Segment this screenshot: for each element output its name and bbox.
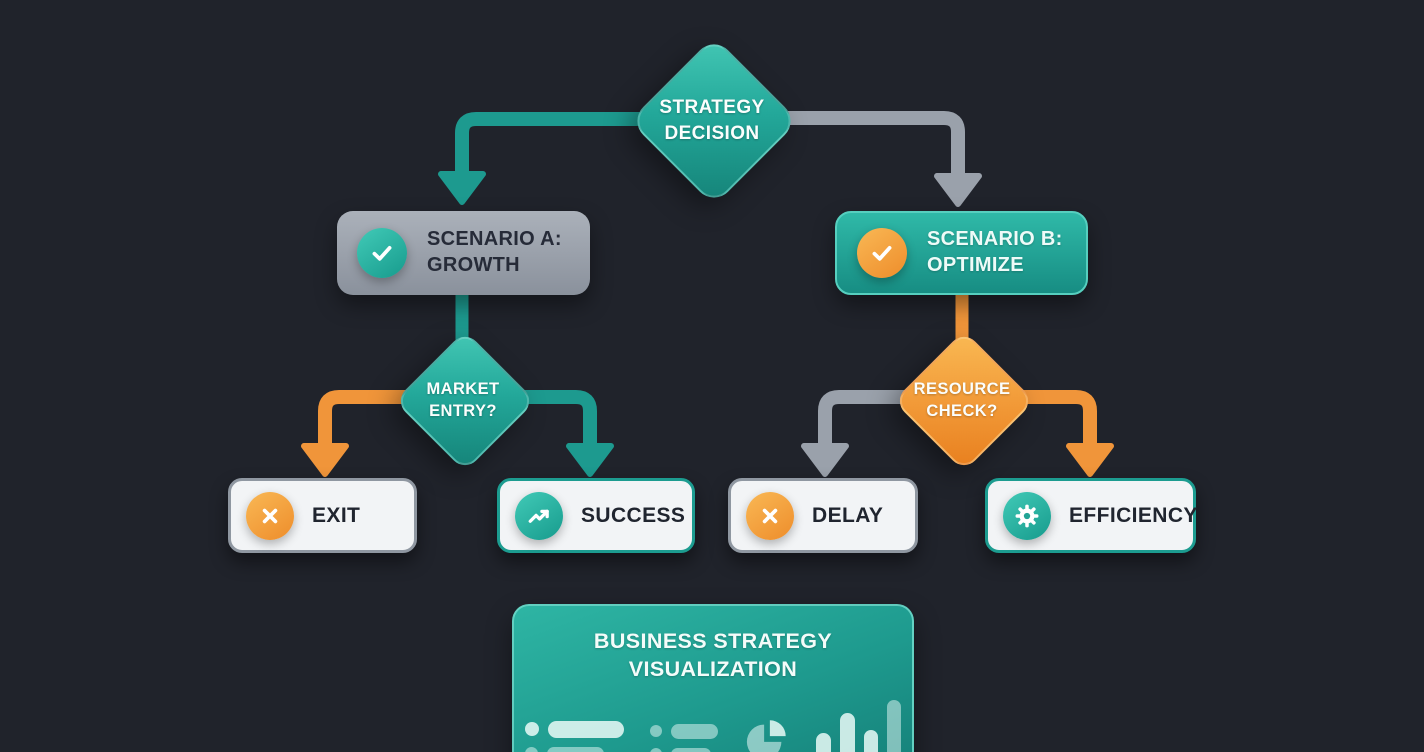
- x-icon: [746, 491, 794, 540]
- delay-label: DELAY: [812, 503, 884, 527]
- market-entry-label: MARKET ENTRY?: [426, 380, 500, 421]
- edge-strategy-to-scenario-b: [764, 111, 965, 174]
- list-icon: [525, 720, 624, 752]
- exit-label: EXIT: [312, 503, 361, 527]
- list-line: [547, 746, 604, 752]
- node-scenario-b: SCENARIO B: OPTIMIZE: [835, 211, 1088, 295]
- check-icon: [857, 228, 907, 278]
- node-efficiency: EFFICIENCY: [985, 478, 1198, 553]
- list-line: [671, 747, 711, 752]
- scenario-a-label: SCENARIO A: GROWTH: [427, 228, 562, 276]
- node-scenario-a: SCENARIO A: GROWTH: [337, 211, 590, 295]
- arrowhead-exit: [301, 443, 349, 477]
- bar-chart-icon: [816, 699, 901, 752]
- gear-icon: [1003, 491, 1051, 540]
- scenario-b-label: SCENARIO B: OPTIMIZE: [927, 228, 1063, 276]
- edge-strategy-to-scenario-a: [455, 112, 660, 172]
- edge-resource-check-to-delay: [818, 390, 932, 444]
- banner-title: BUSINESS STRATEGY VISUALIZATION: [593, 629, 833, 681]
- resource-check-label: RESOURCE CHECK?: [913, 380, 1011, 421]
- node-delay: DELAY: [728, 478, 918, 553]
- list-line: [671, 723, 718, 739]
- efficiency-label: EFFICIENCY: [1069, 503, 1198, 527]
- bar-chart-bar: [840, 712, 855, 752]
- bar-chart-bar: [816, 732, 831, 752]
- banner-icon-row: [514, 697, 912, 752]
- banner-business-strategy: BUSINESS STRATEGY VISUALIZATION: [512, 604, 914, 752]
- edge-market-entry-to-success: [494, 390, 597, 444]
- bar-chart-bar: [864, 729, 878, 752]
- list-bullet: [525, 722, 539, 737]
- check-icon: [357, 228, 407, 278]
- bar-chart-bar: [887, 699, 901, 752]
- trend-up-icon: [515, 491, 563, 540]
- arrowhead-scenario-b: [934, 173, 982, 207]
- edge-resource-check-to-efficiency: [992, 390, 1097, 444]
- success-label: SUCCESS: [581, 503, 686, 527]
- arrowhead-efficiency: [1066, 443, 1114, 477]
- strategy-decision-label: STRATEGY DECISION: [659, 97, 765, 144]
- x-icon: [246, 491, 294, 540]
- list-bullet: [650, 725, 662, 738]
- node-exit: EXIT: [228, 478, 417, 553]
- list-bullet: [525, 747, 538, 752]
- pie-chart-icon: [744, 715, 790, 752]
- arrowhead-success: [566, 443, 614, 477]
- list-icon: [650, 723, 718, 752]
- node-success: SUCCESS: [497, 478, 695, 553]
- list-line: [548, 720, 624, 738]
- arrowhead-delay: [801, 443, 849, 477]
- list-bullet: [650, 748, 662, 752]
- edge-market-entry-to-exit: [318, 390, 432, 444]
- arrowhead-scenario-a: [438, 171, 486, 205]
